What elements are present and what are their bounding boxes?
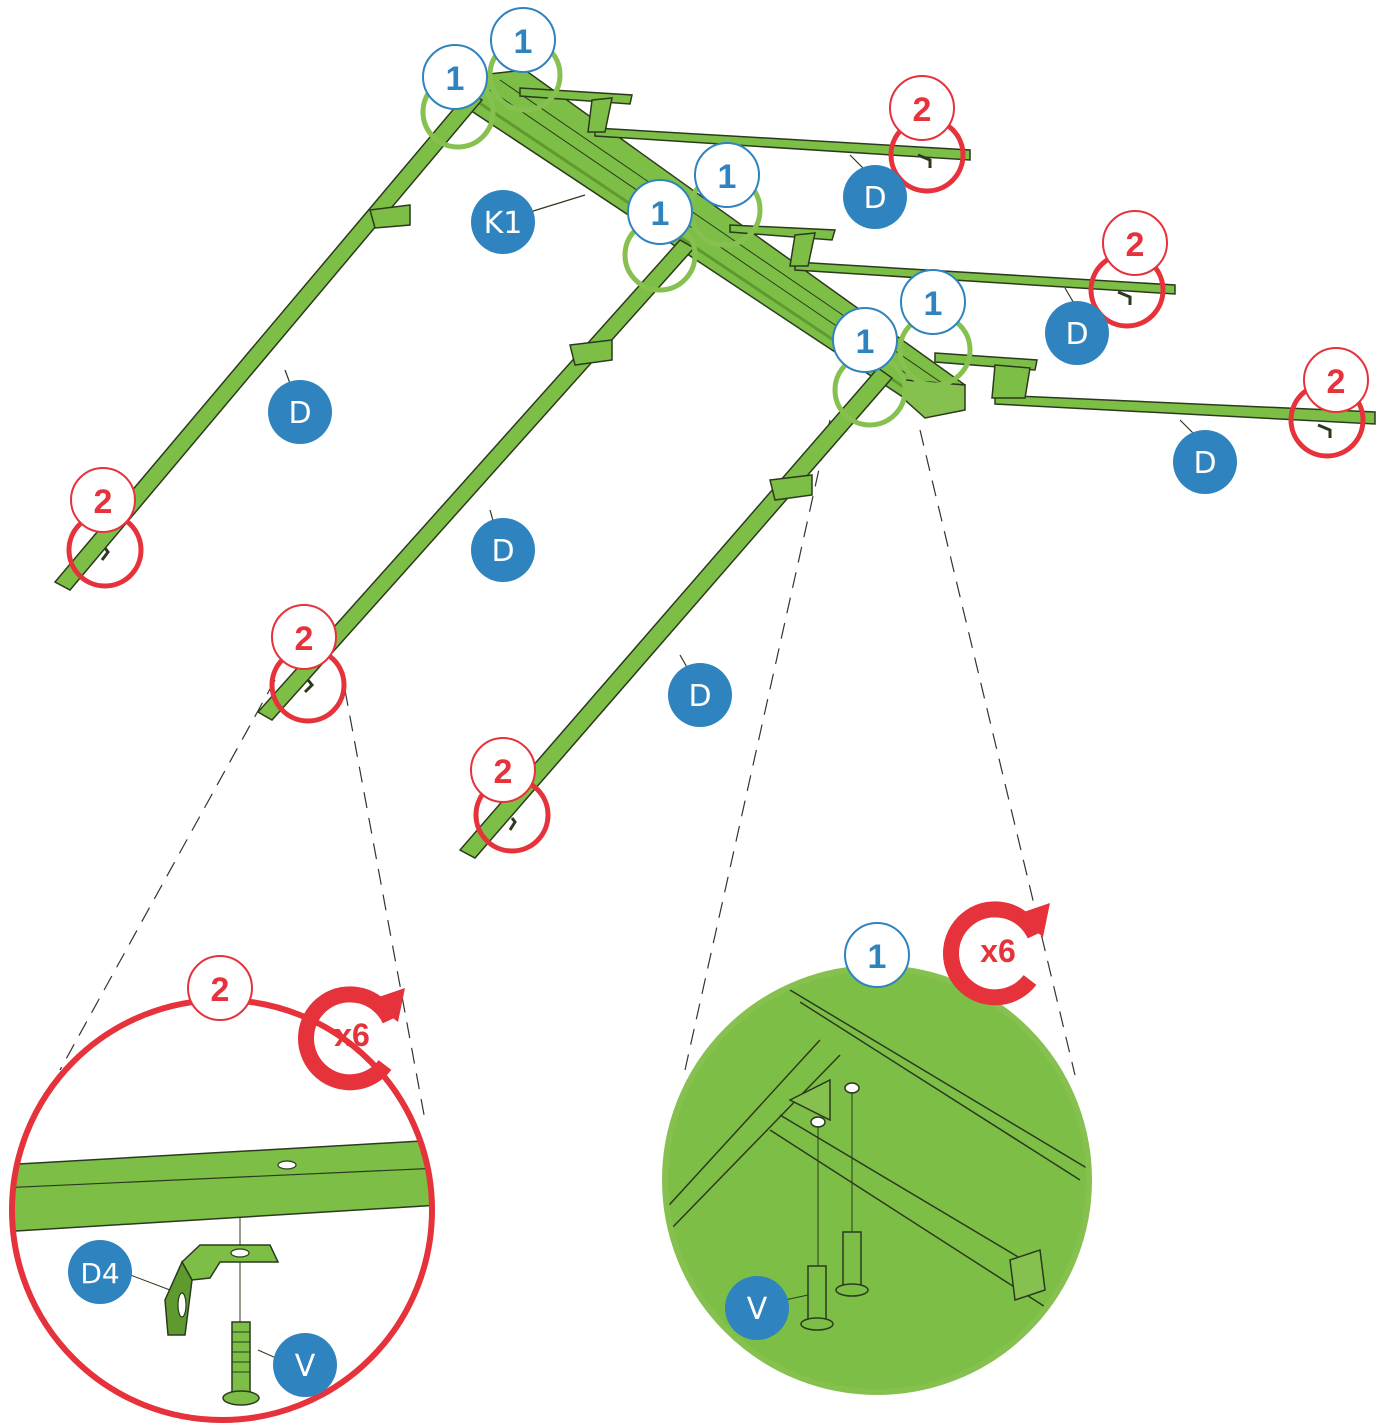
svg-text:1: 1 <box>718 158 737 196</box>
svg-text:1: 1 <box>856 323 875 361</box>
svg-text:D: D <box>288 396 311 431</box>
svg-text:D4: D4 <box>80 1257 119 1290</box>
detail-step2: D4 V 2 x6 <box>9 955 435 1423</box>
detail-step2-badge: 2 <box>187 955 253 1021</box>
svg-text:1: 1 <box>651 195 670 233</box>
k1-text: K1 <box>484 206 523 241</box>
svg-text:2: 2 <box>94 483 113 521</box>
bolt-v-icon <box>800 1231 869 1331</box>
svg-text:1: 1 <box>924 285 943 323</box>
svg-text:1: 1 <box>868 938 887 976</box>
step1-badge: 1 <box>422 44 488 110</box>
repeat-count: x6 <box>980 933 1016 969</box>
svg-text:2: 2 <box>913 91 932 129</box>
svg-text:D: D <box>1065 317 1088 352</box>
part-labels-d: D D D D D D <box>268 165 1237 727</box>
d-badge: D <box>268 380 332 444</box>
rotate-x6-icon: x6 <box>298 986 405 1091</box>
d-badge: D <box>843 165 907 229</box>
step2-badge: 2 <box>271 604 337 670</box>
step1-badge: 1 <box>490 7 556 73</box>
rafter-left-1 <box>53 91 484 591</box>
bolt-v-icon <box>222 1321 260 1406</box>
rotate-x6-icon: x6 <box>943 901 1050 1006</box>
rafter-left-2 <box>256 239 696 721</box>
step2-badge: 2 <box>1102 210 1168 276</box>
step1-badge: 1 <box>627 179 693 245</box>
bracket-d4-icon <box>164 1244 280 1336</box>
svg-text:V: V <box>295 1349 316 1384</box>
d-badge: D <box>1173 430 1237 494</box>
rafter-left-3 <box>458 366 894 859</box>
d-badge: D <box>471 518 535 582</box>
part-label-d4: D4 <box>68 1240 132 1304</box>
step1-badge: 1 <box>694 142 760 208</box>
zoom-guide-lines <box>59 419 1076 1121</box>
step2-badge: 2 <box>70 467 136 533</box>
detail-step1: V 1 x6 <box>662 901 1092 1395</box>
part-label-v: V <box>273 1333 337 1397</box>
svg-text:2: 2 <box>1327 363 1346 401</box>
step2-badge: 2 <box>889 75 955 141</box>
svg-text:2: 2 <box>295 620 314 658</box>
svg-text:D: D <box>491 534 514 569</box>
repeat-count: x6 <box>334 1017 370 1053</box>
d-badge: D <box>1045 301 1109 365</box>
svg-text:D: D <box>863 181 886 216</box>
step2-badge: 2 <box>470 737 536 803</box>
rafter-right-3 <box>934 352 1376 425</box>
d-badge: D <box>668 663 732 727</box>
svg-text:1: 1 <box>514 23 533 61</box>
svg-text:2: 2 <box>494 753 513 791</box>
step1-badge: 1 <box>900 269 966 335</box>
part-label-k1: K1 <box>471 190 535 254</box>
svg-text:D: D <box>688 679 711 714</box>
svg-text:D: D <box>1193 446 1216 481</box>
svg-text:1: 1 <box>446 60 465 98</box>
step1-badge: 1 <box>832 307 898 373</box>
step1-badges: 1 1 1 1 1 1 <box>422 7 966 373</box>
rafter-right-1 <box>519 87 971 161</box>
svg-text:2: 2 <box>211 971 230 1009</box>
part-label-v: V <box>725 1276 789 1340</box>
svg-text:2: 2 <box>1126 226 1145 264</box>
step2-badge: 2 <box>1303 347 1369 413</box>
step2-badges: 2 2 2 2 2 2 <box>70 75 1369 803</box>
detail-step1-badge: 1 <box>844 922 910 988</box>
svg-text:V: V <box>747 1292 768 1327</box>
